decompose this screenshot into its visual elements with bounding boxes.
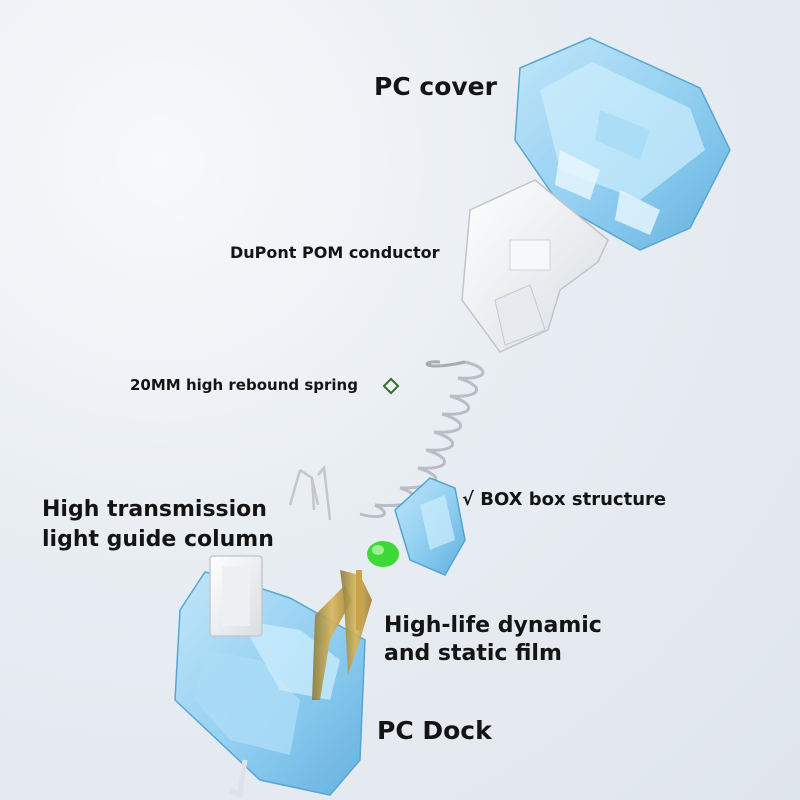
- box-structure: [394, 477, 466, 576]
- static-film-contacts: [312, 570, 372, 700]
- diamond-marker-icon: [382, 377, 400, 395]
- label-light-guide-line-2: light guide column: [42, 527, 274, 552]
- light-guide-clip: [288, 465, 332, 521]
- label-pc-dock: PC Dock: [377, 716, 492, 745]
- pc-cover: [514, 37, 731, 251]
- label-light-guide: High transmission light guide column: [42, 495, 302, 555]
- label-film-line-2: and static film: [384, 641, 562, 666]
- label-box-structure: √ BOX box structure: [462, 489, 667, 510]
- label-light-guide-line-1: High transmission: [42, 497, 267, 522]
- spring: [359, 360, 485, 519]
- label-pc-cover: PC cover: [374, 72, 497, 101]
- pom-stem: [461, 179, 609, 353]
- led: [367, 541, 399, 567]
- label-static-film: High-life dynamic and static film: [384, 612, 644, 668]
- pc-dock: [174, 555, 366, 799]
- label-film-line-1: High-life dynamic: [384, 613, 602, 638]
- label-pom-conductor: DuPont POM conductor: [230, 243, 440, 262]
- label-spring: 20MM high rebound spring: [130, 376, 358, 394]
